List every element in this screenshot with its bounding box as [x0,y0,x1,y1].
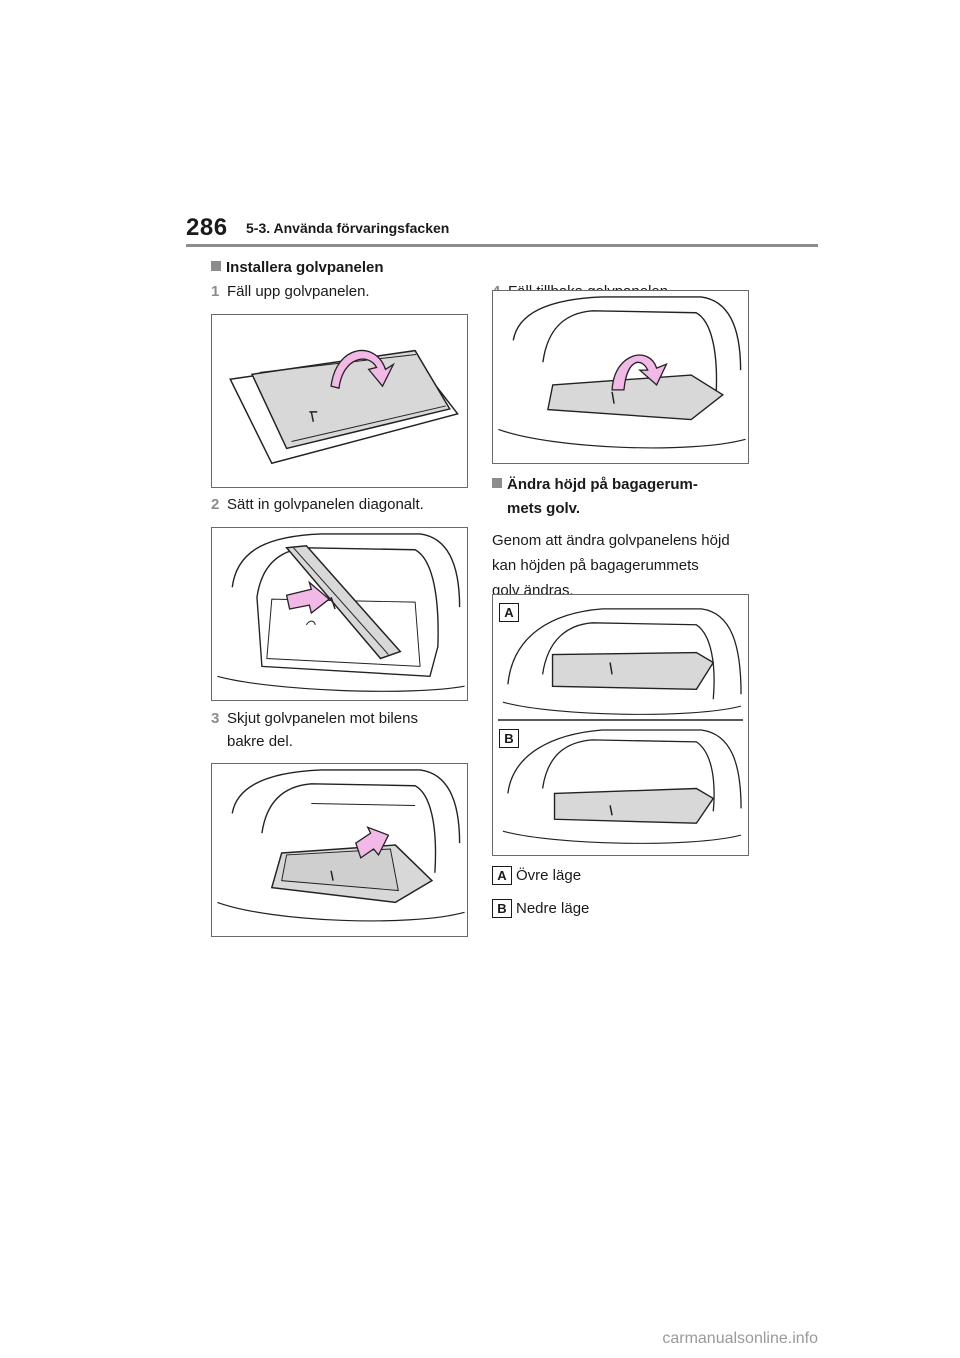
fold-back-panel-illustration [498,296,746,449]
heading-change-floor-height-line2: mets golv. [507,500,581,517]
floor-positions-illustration [497,608,744,844]
figure-floor-positions: A B [492,594,749,856]
fold-arrow-icon [330,349,395,389]
body-line-2: kan höjden på bagagerummets [492,557,699,574]
heading-change-floor-height: Ändra höjd på bagagerum- [492,473,698,497]
square-bullet-icon [492,478,502,488]
push-arrow-icon [285,580,331,615]
insert-diagonal-illustration [217,533,465,692]
figure-tag-b: B [499,729,519,748]
figure-insert-diagonal [211,527,468,701]
page-number: 286 [186,214,228,241]
fold-back-arrow-icon [611,354,668,391]
footer-watermark: carmanualsonline.info [662,1330,818,1347]
figure-fold-up-panel [211,314,468,488]
step-3-line2: bakre del. [227,733,293,750]
legend-tag-b: B [492,899,512,918]
figure-tag-a: A [499,603,519,622]
figure-fold-back-panel [492,290,749,464]
body-line-1: Genom att ändra golvpanelens höjd [492,532,730,549]
slide-panel-illustration [217,769,465,922]
slide-arrow-icon [355,826,390,859]
figure-slide-panel [211,763,468,937]
heading-install-floor-panel: Installera golvpanelen [211,256,384,280]
square-bullet-icon [211,261,221,271]
section-title: 5-3. Använda förvaringsfacken [246,220,450,236]
legend-tag-a: A [492,866,512,885]
header-rule [186,244,818,247]
fold-up-panel-illustration [229,349,459,465]
